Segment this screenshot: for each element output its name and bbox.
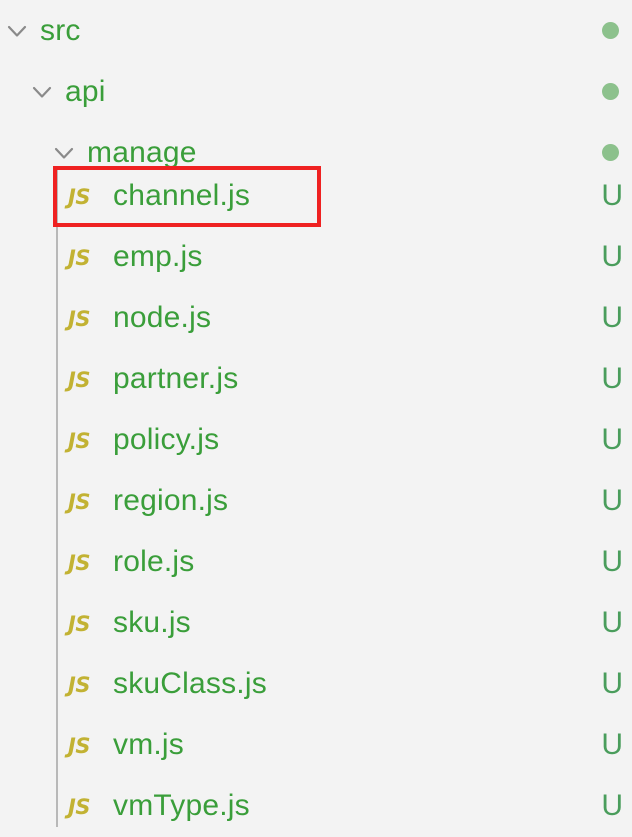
tree-row-folder-api[interactable]: api (0, 61, 632, 122)
status-badge: U (601, 179, 623, 212)
status-badge: U (601, 362, 623, 395)
folder-label-manage: manage (87, 136, 197, 169)
tree-row-folder-src[interactable]: src (0, 0, 632, 61)
file-label: node.js (113, 301, 212, 334)
status-dot-manage (602, 144, 619, 161)
file-label: vm.js (113, 728, 184, 761)
indent-guide (56, 168, 58, 827)
status-badge: U (601, 545, 623, 578)
folder-label-api: api (65, 75, 106, 108)
status-badge: U (601, 789, 623, 822)
status-dot-api (602, 83, 619, 100)
chevron-down-icon[interactable] (4, 18, 30, 44)
status-badge: U (601, 728, 623, 761)
js-file-icon: JS (68, 551, 90, 575)
tree-row-file[interactable]: JS skuClass.js U (0, 654, 632, 715)
tree-row-file[interactable]: JS region.js U (0, 471, 632, 532)
tree-row-file[interactable]: JS vmType.js U (0, 776, 632, 837)
tree-row-file[interactable]: JS role.js U (0, 532, 632, 593)
js-file-icon: JS (68, 490, 90, 514)
status-dot-src (602, 22, 619, 39)
chevron-down-icon[interactable] (51, 140, 77, 166)
file-label: partner.js (113, 362, 239, 395)
file-label: sku.js (113, 606, 191, 639)
status-badge: U (601, 423, 623, 456)
status-badge: U (601, 240, 623, 273)
tree-row-file[interactable]: JS node.js U (0, 288, 632, 349)
file-label: role.js (113, 545, 195, 578)
file-label: emp.js (113, 240, 203, 273)
js-file-icon: JS (68, 795, 90, 819)
file-label: policy.js (113, 423, 220, 456)
tree-row-file[interactable]: JS policy.js U (0, 410, 632, 471)
folder-label-src: src (40, 14, 81, 47)
status-badge: U (601, 667, 623, 700)
tree-row-file[interactable]: JS emp.js U (0, 227, 632, 288)
status-badge: U (601, 606, 623, 639)
js-file-icon: JS (68, 307, 90, 331)
tree-row-file[interactable]: JS partner.js U (0, 349, 632, 410)
status-badge: U (601, 301, 623, 334)
tree-row-file[interactable]: JS channel.js U (0, 166, 632, 227)
tree-row-file[interactable]: JS sku.js U (0, 593, 632, 654)
js-file-icon: JS (68, 673, 90, 697)
js-file-icon: JS (68, 429, 90, 453)
status-badge: U (601, 484, 623, 517)
file-label: vmType.js (113, 789, 250, 822)
js-file-icon: JS (68, 246, 90, 270)
tree-row-file[interactable]: JS vm.js U (0, 715, 632, 776)
tree-row-folder-manage[interactable]: manage (0, 122, 632, 183)
js-file-icon: JS (68, 368, 90, 392)
file-label: channel.js (113, 179, 251, 212)
file-label: region.js (113, 484, 229, 517)
chevron-down-icon[interactable] (29, 79, 55, 105)
js-file-icon: JS (68, 612, 90, 636)
js-file-icon: JS (68, 734, 90, 758)
js-file-icon: JS (68, 185, 90, 209)
file-label: skuClass.js (113, 667, 267, 700)
